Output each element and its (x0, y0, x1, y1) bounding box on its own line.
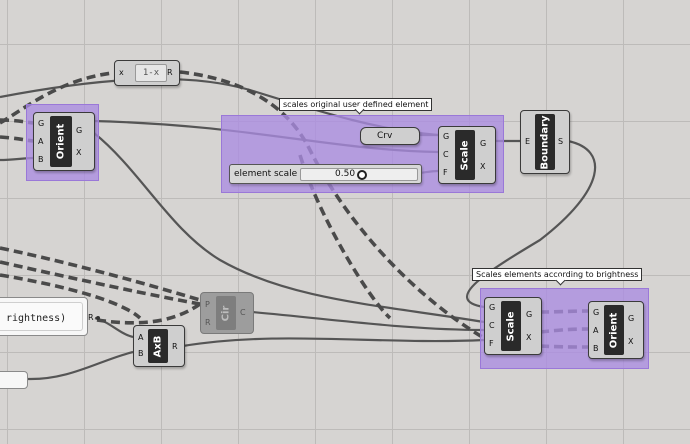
component-orient-right[interactable]: G A B Orient G X (588, 301, 644, 359)
expression-text: 1-x (142, 68, 160, 78)
wire-dashed-group2 (0, 260, 201, 306)
component-axb[interactable]: A B AxB R (133, 325, 185, 367)
wire-orient-x-to-scale-bottom-c (93, 132, 485, 324)
component-core: Scale (501, 301, 521, 351)
wire-dashed-cir-down (298, 154, 392, 320)
component-name: Orient (608, 312, 620, 348)
component-name: Scale (459, 139, 471, 171)
input-g-label: G (593, 308, 600, 317)
component-core: Orient (604, 305, 624, 355)
wire-low-to-axb-b (27, 350, 134, 381)
expression-box: 1-x (135, 64, 167, 82)
slider-element-scale[interactable]: element scale 0.50 (229, 164, 422, 184)
param-crv-label: Crv (377, 131, 393, 141)
panel-small[interactable] (0, 371, 28, 389)
component-name: Scale (505, 310, 517, 342)
input-b-label: B (38, 155, 44, 164)
output-g-label: G (628, 314, 635, 323)
component-scale-top[interactable]: G C F Scale G X (438, 126, 496, 184)
slider-label: element scale (234, 169, 298, 179)
component-name: AxB (152, 335, 164, 357)
input-a-label: A (38, 137, 44, 146)
panel-inner: rightness) (0, 302, 83, 331)
component-core: Orient (50, 116, 72, 167)
panel-output-grip[interactable] (96, 316, 100, 320)
input-b-label: B (138, 349, 144, 358)
panel-text: rightness) (6, 313, 67, 324)
component-name: Cir (220, 305, 232, 321)
slider-grip-handle[interactable] (357, 170, 367, 180)
input-a-label: A (593, 326, 599, 335)
output-c-label: C (240, 308, 246, 317)
component-orient-left[interactable]: G A B Orient G X (33, 112, 95, 171)
panel-brightness[interactable]: rightness) (0, 297, 88, 336)
output-g-label: G (526, 310, 533, 319)
input-p-label: P (205, 300, 210, 309)
output-x-label: X (76, 148, 82, 157)
input-b-label: B (593, 344, 599, 353)
input-x-label: x (119, 68, 124, 77)
output-g-label: G (76, 126, 83, 135)
component-cir[interactable]: P R Cir C (200, 292, 254, 334)
input-f-label: F (489, 339, 494, 348)
input-r-label: R (205, 318, 211, 327)
input-f-label: F (443, 168, 448, 177)
output-x-label: X (628, 337, 634, 346)
output-x-label: X (480, 162, 486, 171)
slider-value: 0.50 (335, 169, 356, 179)
component-boundary[interactable]: E Boundary S (520, 110, 570, 174)
component-name: Boundary (539, 114, 551, 170)
component-name: Orient (55, 123, 67, 160)
input-c-label: C (489, 321, 495, 330)
input-e-label: E (525, 137, 531, 146)
expression-one-minus-x[interactable]: x 1-x R (114, 60, 180, 86)
component-scale-bottom[interactable]: G C F Scale G X (484, 297, 542, 355)
output-x-label: X (526, 333, 532, 342)
panel-output-r-label: R (88, 313, 94, 322)
component-core: Cir (216, 296, 236, 330)
param-crv[interactable]: Crv (360, 127, 420, 145)
wire-boundary-to-scale-bottom-g (466, 139, 596, 309)
wire-dashed-group3 (0, 273, 142, 320)
component-core: AxB (148, 329, 168, 363)
input-g-label: G (38, 119, 45, 128)
wire-dashed-group1 (0, 246, 201, 302)
input-g-label: G (443, 132, 450, 141)
input-c-label: C (443, 150, 449, 159)
input-g-label: G (489, 303, 496, 312)
wire-cir-to-scale-bottom-c (251, 310, 485, 332)
output-r-label: R (167, 68, 173, 77)
output-s-label: S (558, 137, 564, 146)
output-r-label: R (172, 342, 178, 351)
component-core: Scale (455, 130, 475, 180)
output-g-label: G (480, 139, 487, 148)
wire-axb-to-scale-bottom-f (182, 337, 485, 348)
component-core: Boundary (535, 114, 555, 170)
input-a-label: A (138, 333, 144, 342)
slider-track[interactable]: 0.50 (300, 168, 418, 181)
wire-dashed-panel-to-cir (96, 302, 202, 325)
